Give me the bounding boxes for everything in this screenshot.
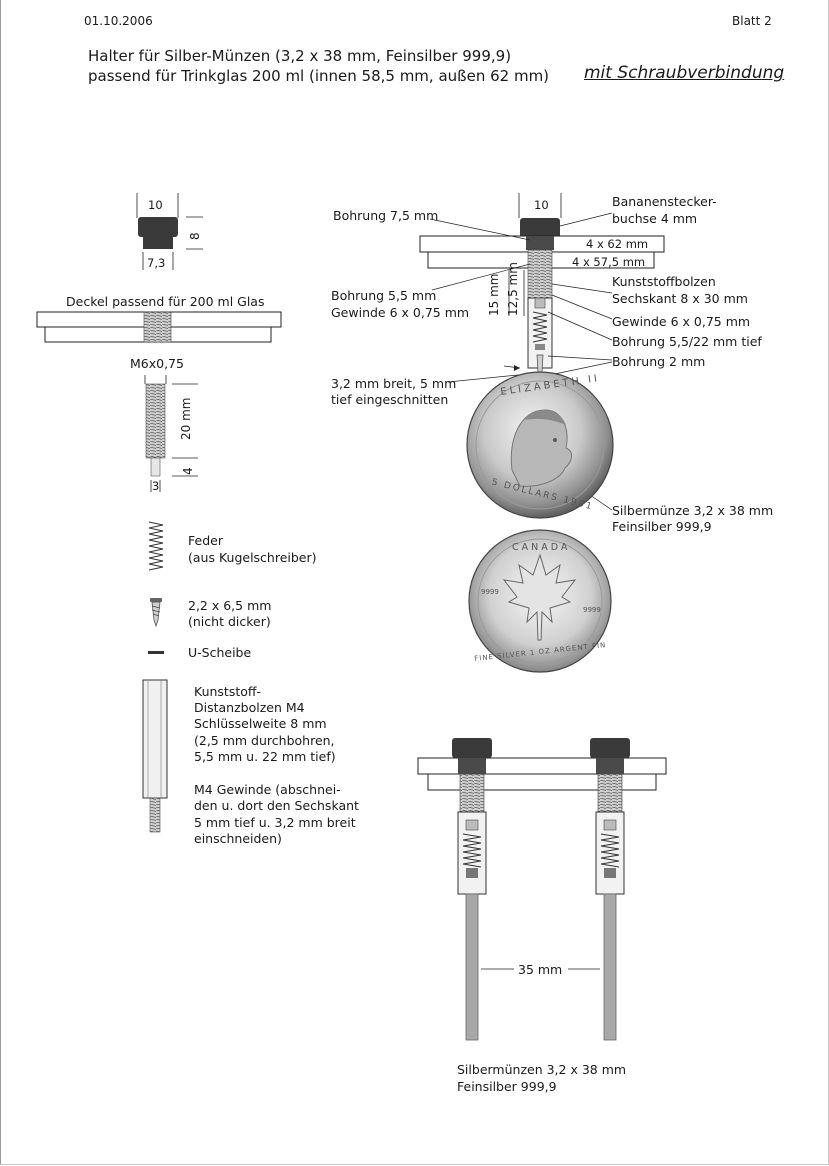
washer-label: U-Scheibe — [188, 645, 252, 660]
lid-inner-label: 4 x 57,5 mm — [572, 255, 646, 269]
thread-6-right-label: Gewinde 6 x 0,75 mm — [612, 314, 751, 329]
title-line-2: passend für Trinkglas 200 ml (innen 58,5… — [88, 67, 550, 85]
cap-part — [136, 193, 203, 270]
assembly-detail — [419, 193, 665, 511]
cap-height-label: 8 — [188, 232, 202, 240]
spring-label-2: (aus Kugelschreiber) — [188, 550, 317, 565]
dim-12-5-label: 12,5 mm — [506, 262, 520, 316]
title-line-1: Halter für Silber-Münzen (3,2 x 38 mm, F… — [88, 47, 512, 65]
sheet-date: 01.10.2006 — [84, 14, 153, 28]
screw-label-1: 2,2 x 6,5 mm — [188, 598, 272, 613]
thread-6-left-label: Gewinde 6 x 0,75 mm — [331, 305, 470, 320]
thread-line-3: 5 mm tief u. 3,2 mm breit — [194, 815, 356, 830]
coin-label-1: Silbermünze 3,2 x 38 mm — [612, 503, 774, 518]
standoff-label-2: Sechskant 8 x 30 mm — [612, 291, 748, 306]
bore-2-label: Bohrung 2 mm — [612, 354, 706, 369]
thread-line-4: einschneiden) — [194, 831, 282, 846]
coin-label-2: Feinsilber 999,9 — [612, 519, 712, 534]
lid-label: Deckel passend für 200 ml Glas — [66, 294, 265, 309]
screw-icon — [150, 598, 162, 628]
coin-back-top-text: CANADA — [512, 542, 571, 553]
slot-label-2: tief eingeschnitten — [331, 392, 449, 407]
dim-15-label: 15 mm — [487, 273, 501, 316]
standoff-label-1: Kunststoffbolzen — [612, 274, 716, 289]
standoff-line-2: Distanzbolzen M4 — [194, 700, 305, 715]
assembly-width-label: 10 — [534, 198, 549, 212]
sheet-number: Blatt 2 — [732, 14, 772, 28]
bolt-length-label: 20 mm — [179, 397, 193, 440]
lid-outer-label: 4 x 62 mm — [586, 237, 649, 251]
coin-front-image — [466, 371, 614, 519]
cap-width-label: 10 — [148, 198, 163, 212]
standoff-line-1: Kunststoff- — [194, 684, 262, 699]
spring-icon — [148, 521, 164, 571]
holder-pair — [417, 738, 667, 1041]
bottom-caption-1: Silbermünzen 3,2 x 38 mm — [457, 1062, 627, 1077]
screw-label-2: (nicht dicker) — [188, 614, 271, 629]
bottom-caption-2: Feinsilber 999,9 — [457, 1079, 557, 1094]
bore-deep-label: Bohrung 5,5/22 mm tief — [612, 334, 762, 349]
coin-back-9999-right: 9999 — [583, 606, 601, 614]
bolt-thread-label: M6x0,75 — [130, 356, 184, 371]
bolt-tip-width-label: 3 — [152, 479, 160, 493]
thread-line-2: den u. dort den Sechskant — [194, 798, 359, 813]
banana-label-1: Bananenstecker- — [612, 194, 717, 209]
thread-line-1: M4 Gewinde (abschnei- — [194, 782, 341, 797]
standoff-line-3: Schlüsselweite 8 mm — [194, 716, 327, 731]
banana-label-2: buchse 4 mm — [612, 211, 698, 226]
coin-back-9999-left: 9999 — [481, 588, 499, 596]
spring-label-1: Feder — [188, 533, 223, 548]
bore-7-5-label: Bohrung 7,5 mm — [333, 208, 439, 223]
coin-back-image — [468, 529, 612, 673]
standoff-line-4: (2,5 mm durchbohren, — [194, 733, 335, 748]
slot-label-1: 3,2 mm breit, 5 mm — [331, 376, 457, 391]
washer-icon — [148, 651, 164, 654]
standoff-line-5: 5,5 mm u. 22 mm tief) — [194, 749, 336, 764]
lid-part — [36, 311, 282, 343]
bore-5-5-label: Bohrung 5,5 mm — [331, 288, 437, 303]
spacing-label: 35 mm — [518, 962, 563, 977]
standoff-part — [142, 679, 168, 833]
bolt-tip-length-label: 4 — [181, 467, 195, 475]
threaded-bolt-part — [144, 375, 198, 492]
cap-bottom-label: 7,3 — [147, 256, 166, 270]
subtitle: mit Schraubverbindung — [584, 63, 785, 83]
